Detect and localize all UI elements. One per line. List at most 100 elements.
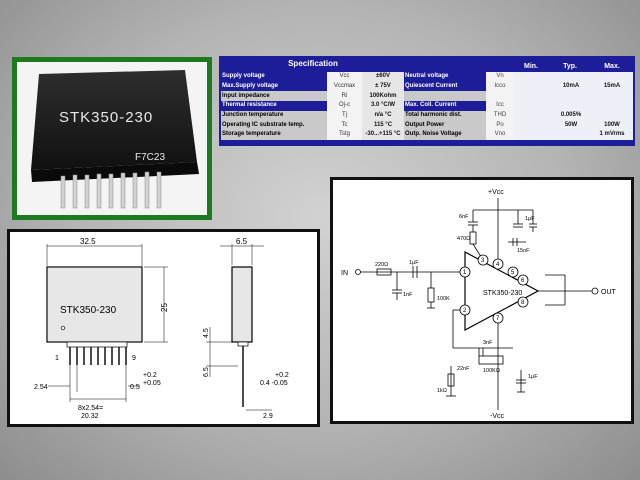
c-in-label: 1μF <box>409 260 419 266</box>
pin-6 <box>517 274 529 286</box>
spec-cell-q-param: Max. Coll. Current <box>404 101 486 111</box>
dim-pitch-left: 2.54 <box>34 384 48 391</box>
spec-cell-q-symbol <box>486 91 514 102</box>
pin-3-label: 3 <box>481 258 485 264</box>
spec-cell-value: 100Kohm <box>362 91 404 102</box>
tol1-b: +0.05 <box>143 380 161 387</box>
spec-cell-param: Thermal resistance <box>221 101 327 111</box>
spec-cell-min <box>514 120 551 131</box>
spec-cell-min <box>514 72 551 82</box>
chip-body <box>31 70 197 170</box>
spec-cell-q-symbol: Vno <box>486 130 514 140</box>
c-in2-label: 1nF <box>403 292 413 298</box>
bias-resistor <box>427 287 435 303</box>
dimension-drawing-panel: STK350-230 32.5 25 1 9 2.54 0.5 +0.2 +0.… <box>7 229 320 427</box>
spec-cell-max: 15mA <box>591 81 633 92</box>
spec-cell-symbol: Vccmax <box>327 81 362 92</box>
chip-pin <box>120 172 126 209</box>
spec-cell-min <box>514 110 551 121</box>
chip-pin <box>108 173 114 209</box>
spec-cell-q-symbol: Vn <box>486 72 514 82</box>
out-terminal <box>591 287 599 295</box>
ic-label: STK350-230 <box>483 290 522 297</box>
spec-cell-q-symbol: Icco <box>486 81 514 92</box>
r-bot-label: 100KΩ <box>483 368 500 374</box>
spec-cell-typ: 0.005% <box>551 110 591 121</box>
dim-width: 32.5 <box>80 237 96 246</box>
pin-first-label: 1 <box>55 355 59 362</box>
spec-cell-typ <box>551 91 591 102</box>
spec-cell-min <box>514 130 551 140</box>
chip-pin <box>96 173 102 209</box>
spec-cell-value: 3.0 °C/W <box>362 101 404 111</box>
spec-cell-q-symbol: Po <box>486 120 514 131</box>
spec-cell-q-param: Output Power <box>404 120 486 131</box>
spec-cell-min <box>514 101 551 111</box>
chip-photo-svg: STK350-230 F7C23 <box>31 70 199 209</box>
col-header-min: Min. <box>524 63 538 70</box>
front-view-base <box>66 341 128 348</box>
amplifier-symbol <box>464 250 540 332</box>
c-bot3-label: 22nF <box>457 366 470 372</box>
tol2-b: 0.4 -0.05 <box>260 380 288 387</box>
r-top-label: 470Ω <box>457 236 470 242</box>
spec-cell-param: Input impedance <box>221 91 327 102</box>
front-view-label: STK350-230 <box>60 305 117 316</box>
spec-cell-q-param: Quiescent Current <box>404 81 486 92</box>
spec-title: Specification <box>288 59 338 68</box>
spec-cell-value: -30...+115 °C <box>362 130 404 140</box>
side-view <box>206 244 272 411</box>
spec-cell-q-param: Outp. Noise Voltage <box>404 130 486 140</box>
pin-2-label: 2 <box>463 308 467 314</box>
r-in-label: 220Ω <box>375 262 388 268</box>
spec-cell-q-symbol: THD <box>486 110 514 121</box>
pin-3 <box>477 254 489 266</box>
front-dimension-lines <box>46 244 168 402</box>
spec-cell-max <box>591 91 633 102</box>
spec-cell-typ: 10mA <box>551 81 591 92</box>
spec-cell-param: Max.Supply voltage <box>221 81 327 92</box>
top-resistor <box>469 231 477 245</box>
spec-cell-symbol: Tj <box>327 110 362 121</box>
r-bias-label: 100K <box>437 296 450 302</box>
pin-7-label: 7 <box>496 316 500 322</box>
c-top1-label: 6nF <box>459 214 469 220</box>
pin-6-label: 6 <box>521 278 525 284</box>
spec-cell-q-param: Neutral voltage <box>404 72 486 82</box>
chip-pin <box>156 171 162 209</box>
dim-lead-len: 6.5 <box>203 367 210 377</box>
side-view-body <box>231 266 253 343</box>
chip-photo-panel: STK350-230 F7C23 <box>12 57 212 220</box>
spec-cell-symbol: Ri <box>327 91 362 102</box>
side-view-base <box>237 341 249 347</box>
spec-cell-param: Junction temperature <box>221 110 327 121</box>
schematic-wires <box>361 198 593 410</box>
dim-depth: 6.5 <box>236 237 248 246</box>
spec-cell-max: 100W <box>591 120 633 131</box>
spec-cell-value: n/a °C <box>362 110 404 121</box>
spec-cell-max <box>591 72 633 82</box>
bottom-resistor-2 <box>447 373 455 387</box>
spec-cell-value: 115 °C <box>362 120 404 131</box>
c-bot1-label: 3nF <box>483 340 493 346</box>
in-label: IN <box>341 270 348 277</box>
spec-cell-q-param: Total harmonic dist. <box>404 110 486 121</box>
front-view-pins <box>69 347 127 365</box>
bottom-resistor <box>478 355 504 365</box>
chip-pins <box>60 171 162 209</box>
spec-cell-value: ± 75V <box>362 81 404 92</box>
pin-8-label: 8 <box>521 300 525 306</box>
spec-cell-max <box>591 101 633 111</box>
pin1-mark <box>60 325 66 331</box>
col-header-max: Max. <box>604 63 620 70</box>
spec-cell-typ <box>551 72 591 82</box>
chip-pin <box>60 175 66 209</box>
chip-pin <box>132 172 138 209</box>
col-header-typ: Typ. <box>563 63 577 70</box>
spec-cell-value: ±60V <box>362 72 404 82</box>
